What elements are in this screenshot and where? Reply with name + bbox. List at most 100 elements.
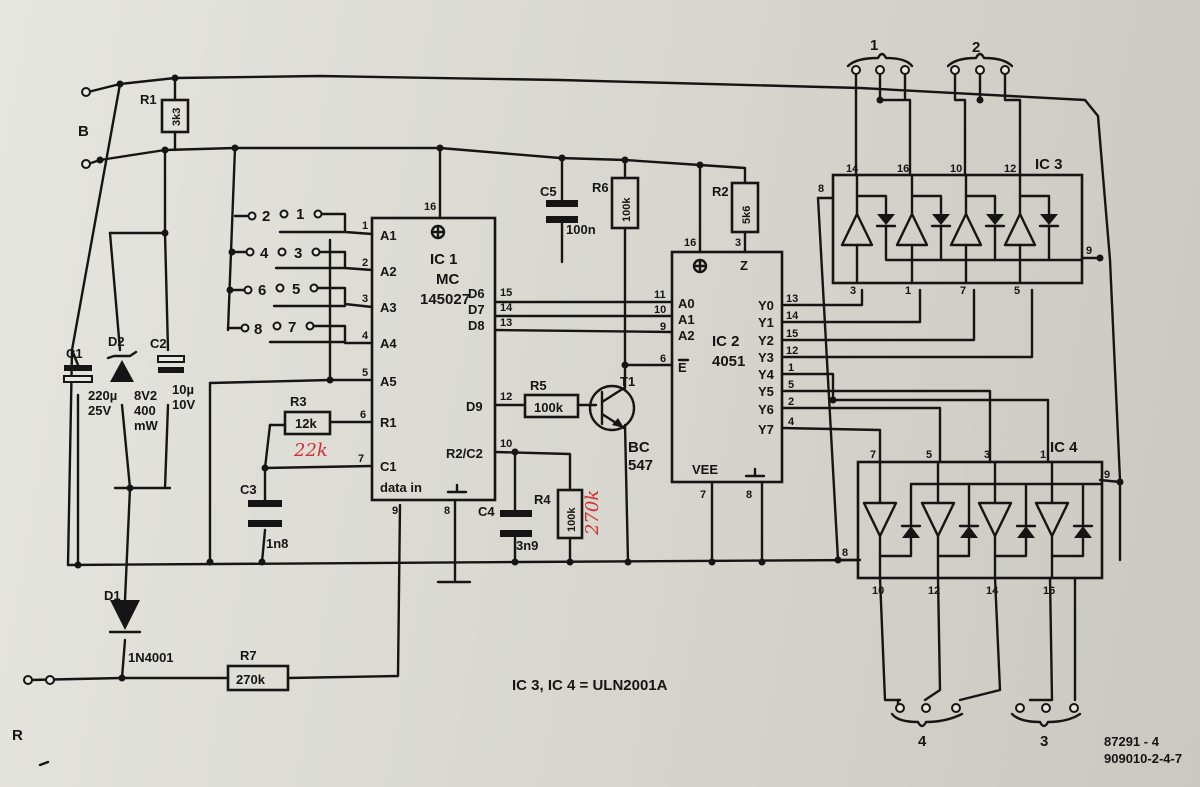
r2-value: 5k6 [741,206,753,224]
ic3-drivers [840,173,1084,285]
resistor-r4 [556,488,584,540]
c4-value: 3n9 [516,538,538,553]
ic4-pin-9: 9 [1104,469,1110,481]
ic1-pin-num-2: 2 [362,257,368,269]
terminals [23,65,1079,713]
c4-ref: C4 [478,504,495,519]
ic1-pin-num-1: 1 [362,220,368,232]
t1-value-1: BC [628,439,650,456]
ic2-pin-a0: A0 [678,296,695,311]
ic2-pin-8: 8 [746,489,752,501]
ic2-pin-y2: Y2 [758,333,774,348]
ic1-pin-num-5: 5 [362,367,368,379]
ic1-ref: IC 1 [430,251,458,268]
wires [28,72,1122,767]
ic4-pin-8: 8 [842,547,848,559]
r3-handwritten-note: 22k [293,440,328,461]
d1-ref: D1 [104,588,121,603]
capacitor-c1 [63,365,93,383]
ic2-pin-num-4: 4 [788,416,795,428]
ic2-pin-y4: Y4 [758,367,775,382]
ic1-pin-num-12: 12 [500,391,512,403]
ic2-pin-num-10: 10 [654,304,666,316]
capacitor-c4 [500,510,532,537]
r3-ref: R3 [290,394,307,409]
ic2-pin-y3: Y3 [758,350,774,365]
ic1-name-1: MC [436,271,459,288]
ic2-pin-num-6: 6 [660,353,666,365]
r1-value: 3k3 [171,108,183,126]
ic1-vcc-symbol [430,224,446,240]
ic2-name: 4051 [712,353,745,370]
ic2-pin-num-9: 9 [660,321,666,333]
resistor-r2 [730,181,760,234]
ic2-pin-y5: Y5 [758,384,774,399]
ic3-ref: IC 3 [1035,156,1063,173]
ic4-pin-16: 16 [1043,585,1055,597]
output-2-label: 2 [972,39,980,56]
resistor-r7 [226,664,290,692]
ic1-pin-num-15: 15 [500,287,512,299]
r1-ref: R1 [140,92,157,107]
switch-pin-8: 8 [254,321,262,338]
resistor-r5 [523,393,580,419]
c5-value: 100n [566,222,596,237]
ic1-pin-c1: C1 [380,459,397,474]
switch-pin-2: 2 [262,208,270,225]
ic1-pin-a1: A1 [380,228,397,243]
t1-value-2: 547 [628,457,653,474]
ic2-4051 [670,250,784,484]
ic4-uln2001a [856,460,1104,580]
ic3-pin-10: 10 [950,163,962,175]
d2-value-3: mW [134,418,159,433]
capacitor-c3 [248,500,282,527]
ic2-pin-num-1: 1 [788,362,794,374]
ic1-pin-num-4: 4 [362,330,369,342]
ic1-pin-num-7: 7 [358,453,364,465]
switch-pin-3: 3 [294,245,302,262]
terminal-r-label: R [12,727,23,744]
ic1-pin-num-3: 3 [362,293,368,305]
ic4-pin-12: 12 [928,585,940,597]
switch-pin-6: 6 [258,282,266,299]
d2-value-1: 8V2 [134,388,157,403]
ic2-pin-vee: VEE [692,462,718,477]
ic1-name-2: 145027 [420,291,470,308]
ic1-data-in: data in [380,480,422,495]
ic1-pin-num-6: 6 [360,409,366,421]
ic2-pin-num-2: 2 [788,396,794,408]
ic2-pin-num-15: 15 [786,328,798,340]
ic3-pin-16: 16 [897,163,909,175]
ic1-pin-a2: A2 [380,264,397,279]
terminal-b-label: B [78,123,89,140]
resistor-r1 [160,98,190,134]
output-1-label: 1 [870,37,878,54]
ic2-ref: IC 2 [712,333,740,350]
ic1-pin-a3: A3 [380,300,397,315]
resistor-r6 [610,176,640,230]
ic2-pin-num-11: 11 [654,289,666,301]
ic4-pin-3: 3 [984,449,990,461]
ic4-pin-10: 10 [872,585,884,597]
figure-code-1: 87291 - 4 [1104,734,1160,749]
ic1-pin-a4: A4 [380,336,397,351]
ic2-pin-y1: Y1 [758,315,774,330]
transistor-t1 [588,384,636,432]
c1-value-1: 220µ [88,388,117,403]
ic2-pin-num-5: 5 [788,379,794,391]
r7-ref: R7 [240,648,257,663]
r5-value: 100k [534,400,564,415]
c1-ref: C1 [66,346,83,361]
figure-code-2: 909010-2-4-7 [1104,751,1182,766]
ic1-pin-16: 16 [424,201,436,213]
r5-ref: R5 [530,378,547,393]
ic1-pin-num-13: 13 [500,317,512,329]
ic-type-note: IC 3, IC 4 = ULN2001A [512,677,668,694]
ic2-pin-a2: A2 [678,328,695,343]
c2-value-1: 10µ [172,382,194,397]
ic2-pin-num-13: 13 [786,293,798,305]
c3-ref: C3 [240,482,257,497]
output-3-label: 3 [1040,733,1048,750]
ic1-pin-r2c2: R2/C2 [446,446,483,461]
